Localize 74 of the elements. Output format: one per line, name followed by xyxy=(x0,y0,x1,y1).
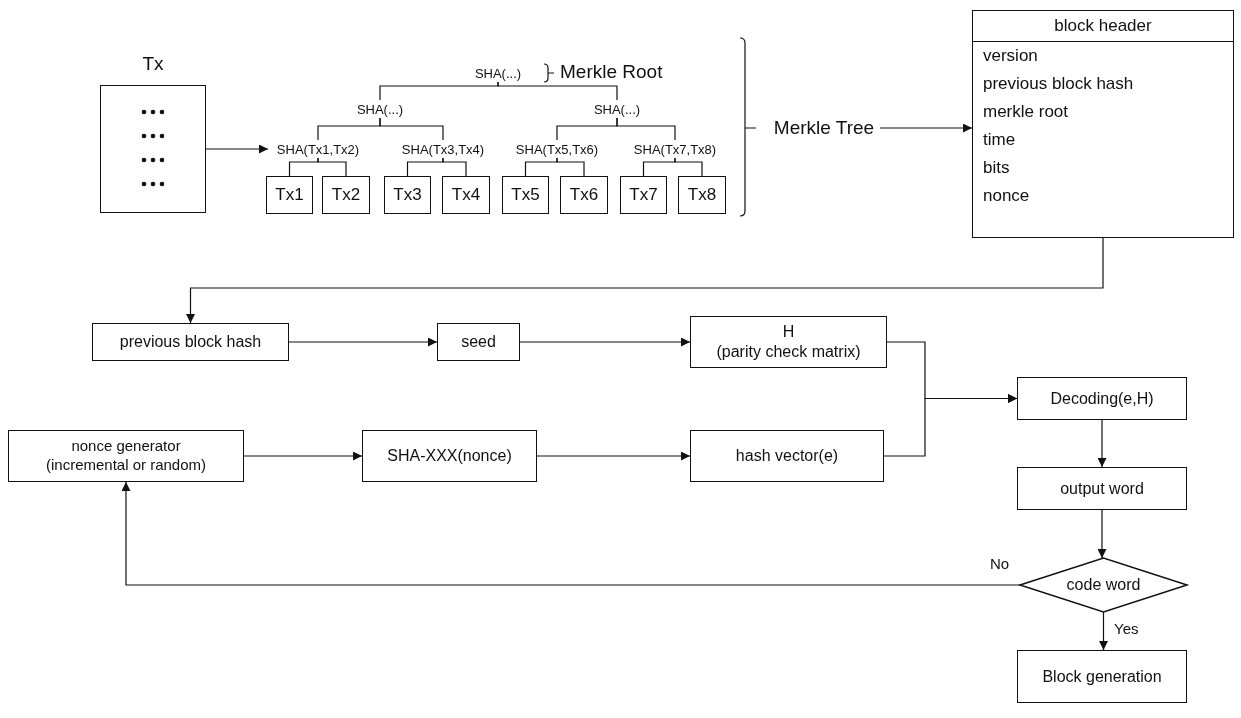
arrow xyxy=(243,451,363,461)
box-text: Tx1 xyxy=(275,184,304,206)
box-text: H xyxy=(782,322,795,342)
box-text: output word xyxy=(1060,478,1144,499)
box-text: nonce generator (incremental or random) xyxy=(44,437,208,475)
process-box xyxy=(362,430,537,482)
header-title: block header xyxy=(973,11,1233,42)
box-text: (parity check matrix) xyxy=(716,342,861,362)
field-label: version xyxy=(982,45,1039,67)
box-heading: Tx xyxy=(141,52,165,76)
bracket-line xyxy=(317,157,347,177)
process-box xyxy=(442,176,490,214)
arrow xyxy=(205,144,269,154)
process-box xyxy=(690,430,884,482)
box-text: SHA-XXX(nonce) xyxy=(387,446,512,466)
process-box xyxy=(502,176,549,214)
process-box xyxy=(322,176,370,214)
field-label: nonce xyxy=(982,185,1031,208)
hash-label: SHA(Tx1,Tx2) xyxy=(276,141,360,157)
box-text: Tx2 xyxy=(331,184,361,206)
process-box xyxy=(437,323,520,361)
hash-label: SHA(...) xyxy=(356,101,404,117)
field-label: merkle root xyxy=(982,101,1070,124)
arrow xyxy=(519,337,691,347)
process-box xyxy=(92,323,289,361)
box-text: Tx6 xyxy=(569,184,599,206)
arrow xyxy=(883,394,1018,457)
field-label: time xyxy=(982,129,1017,152)
box-text: Decoding(e,H) xyxy=(1050,388,1154,409)
arrow xyxy=(1097,509,1107,559)
arrow xyxy=(879,123,973,133)
process-box xyxy=(1017,650,1187,703)
box-text: hash vector(e) xyxy=(735,446,839,466)
hash-label: SHA(Tx5,Tx6) xyxy=(515,141,599,157)
process-box xyxy=(690,316,887,368)
hash-label: SHA(...) xyxy=(593,101,641,117)
box-text: Block generation xyxy=(1042,666,1162,687)
box-text: Tx3 xyxy=(393,184,422,206)
process-box xyxy=(1017,467,1187,510)
decision-diamond xyxy=(1020,558,1187,612)
box-text: previous block hash xyxy=(119,332,262,352)
process-box xyxy=(620,176,667,214)
hash-label: SHA(...) xyxy=(474,65,522,81)
box-text: Tx7 xyxy=(629,184,658,206)
arrow xyxy=(288,337,438,347)
bracket-line xyxy=(556,157,585,177)
root-label: Merkle Root xyxy=(560,61,663,83)
arrow xyxy=(1097,419,1107,468)
box-text: seed xyxy=(461,332,496,352)
bracket-line xyxy=(379,117,444,141)
diamond-text: code word xyxy=(1066,576,1141,594)
process-box xyxy=(1017,377,1187,420)
arrow xyxy=(121,481,1021,586)
box-text: Tx8 xyxy=(687,184,717,206)
arrow xyxy=(186,237,1104,324)
process-box xyxy=(560,176,608,214)
field-label: bits xyxy=(982,157,1011,180)
box-text: Tx5 xyxy=(511,184,540,206)
box-text: Tx4 xyxy=(451,184,481,206)
process-box xyxy=(678,176,726,214)
bracket-line xyxy=(497,81,618,101)
arrow xyxy=(1099,611,1108,651)
process-box xyxy=(384,176,431,214)
hash-label: SHA(Tx7,Tx8) xyxy=(633,141,717,157)
arrow xyxy=(536,451,691,461)
hash-label: SHA(Tx3,Tx4) xyxy=(401,141,485,157)
bracket-line xyxy=(616,117,676,141)
hash-label: Merkle Tree xyxy=(773,117,875,139)
field-label: previous block hash xyxy=(982,73,1135,96)
header-table xyxy=(972,10,1234,238)
process-box xyxy=(266,176,313,214)
process-box xyxy=(8,430,244,482)
bracket-line xyxy=(674,157,703,177)
bracket-line xyxy=(442,157,467,177)
